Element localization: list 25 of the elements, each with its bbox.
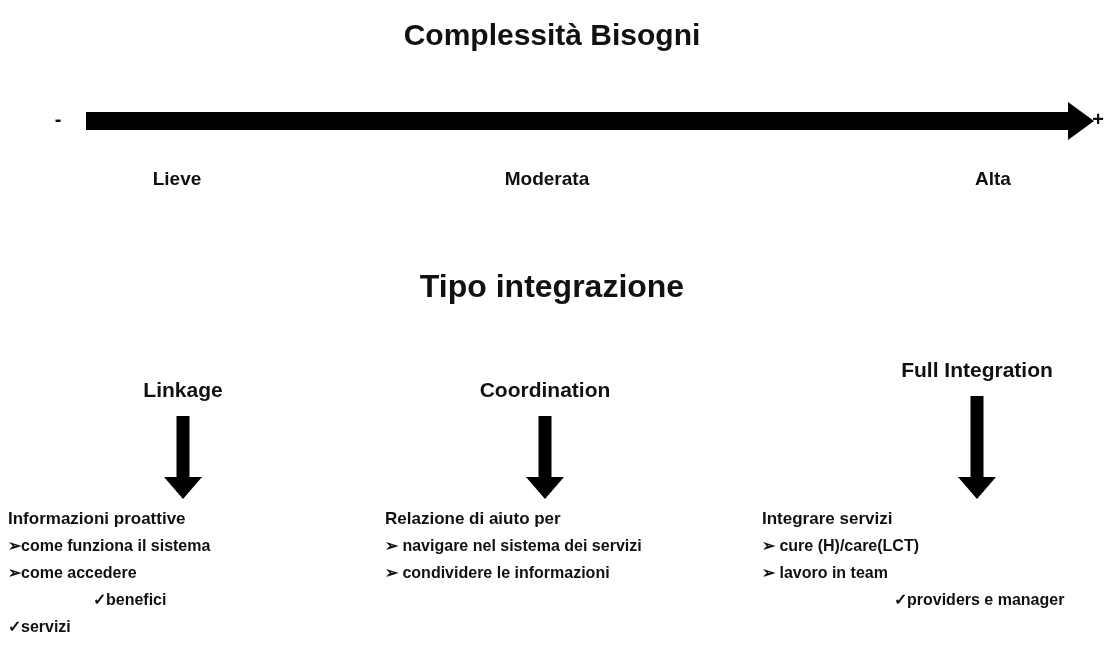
block-arrow [164, 416, 202, 499]
level-label: Lieve [152, 168, 202, 190]
stage-label: Linkage [142, 377, 224, 403]
stage-label: Coordination [478, 377, 612, 403]
list-item: ✓benefici [92, 590, 167, 610]
level-label: Moderata [504, 168, 590, 190]
list-item: ✓servizi [8, 617, 71, 637]
list-item: ➢ condividere le informazioni [385, 563, 610, 583]
block-arrow [526, 416, 564, 499]
list-item: ➢come funziona il sistema [8, 536, 211, 556]
block-arrow [958, 396, 996, 499]
title: Complessità Bisogni [403, 18, 701, 52]
section-heading: Tipo integrazione [419, 268, 685, 305]
list-item: ➢ navigare nel sistema dei servizi [385, 536, 642, 556]
list-item: ✓providers e manager [893, 590, 1065, 610]
block-heading: Integrare servizi [762, 508, 893, 530]
scale-end-label: - [54, 108, 62, 131]
level-label: Alta [975, 168, 1011, 190]
scale-end-label: + [1092, 108, 1104, 131]
stage-label: Full Integration [900, 357, 1054, 383]
list-item: ➢ cure (H)/care(LCT) [762, 536, 920, 556]
block-heading: Relazione di aiuto per [385, 508, 561, 530]
block-heading: Informazioni proattive [8, 508, 186, 530]
list-item: ➢ lavoro in team [762, 563, 888, 583]
list-item: ➢come accedere [8, 563, 137, 583]
